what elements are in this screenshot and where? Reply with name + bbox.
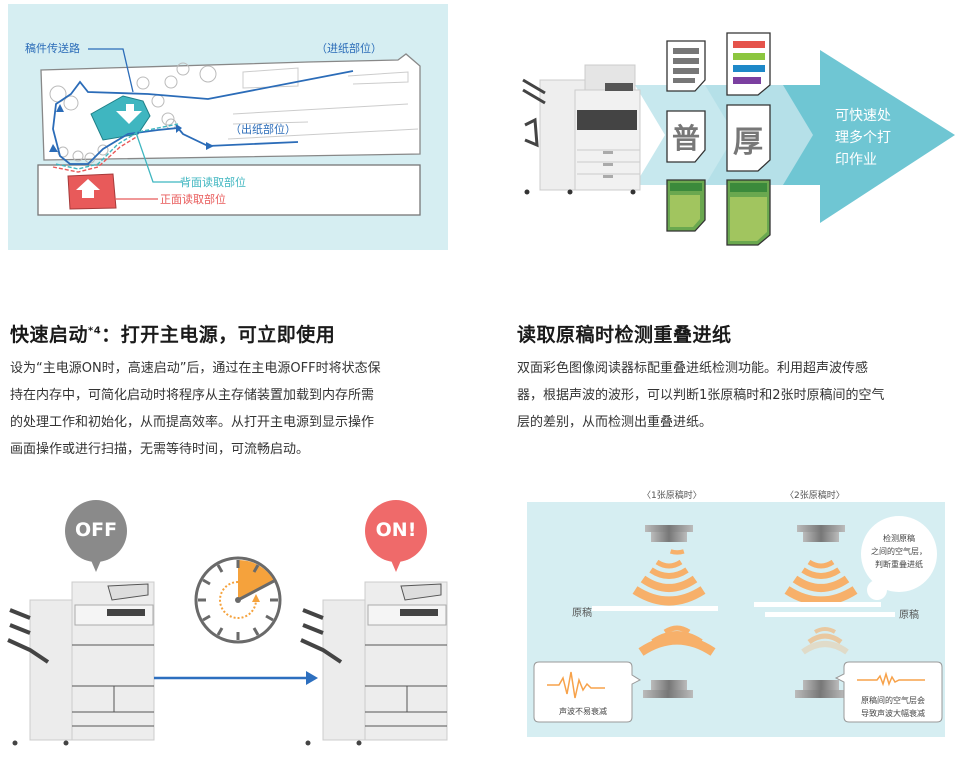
sensor-bottom-left — [643, 680, 693, 698]
adf-illustration — [37, 48, 421, 216]
sensor-bottom-right — [795, 680, 845, 698]
weak-attenuation-text: 声波不易衰减 — [559, 707, 607, 716]
feed-section-label: （进纸部位） — [316, 42, 382, 55]
front-side-reading-label: 正面读取部位 — [160, 193, 226, 206]
strong-waveform — [547, 671, 605, 699]
timer-icon — [194, 556, 282, 644]
thick-paper-label: 厚 — [733, 125, 763, 160]
weak-attenuation-callout — [533, 661, 642, 723]
plain-paper-doc — [666, 110, 706, 163]
original-label-left: 原稿 — [572, 608, 592, 619]
waves-bottom-left — [638, 625, 716, 656]
quick-start-illustration: OFF ON! — [0, 490, 470, 760]
multi-job-illustration: 普 厚 可快速处 理多个打 印作业 — [505, 25, 960, 255]
sensor-top-left — [645, 525, 693, 542]
plain-photo-doc — [666, 179, 706, 232]
single-sheet — [592, 606, 718, 611]
detect-bubble-text: 检测原稿 之间的空气层， 判断重叠进纸 — [871, 534, 927, 569]
weak-waveform — [857, 671, 925, 687]
quick-start-heading: 快速启动*4：打开主电源，可立即使用 — [10, 324, 336, 346]
printer-on-icon — [300, 581, 448, 746]
waves-top-right — [784, 559, 858, 606]
strong-attenuation-callout — [834, 661, 943, 723]
up-arrow-icon — [76, 179, 100, 198]
on-bubble — [365, 500, 427, 572]
printer-off-icon — [7, 581, 155, 746]
one-sheet-caption: 〈1张原稿时〉 — [642, 491, 702, 501]
adf-diagram: 稿件传送路 （进纸部位） （出纸部位） 背面读取部位 正面读取部位 — [8, 4, 448, 250]
big-arrow-shape — [783, 50, 955, 223]
original-label-right: 原稿 — [899, 610, 919, 621]
off-label: OFF — [74, 519, 118, 541]
back-side-reading-label: 背面读取部位 — [180, 176, 246, 189]
quick-start-description: 设为“主电源ON时，高速启动”后，通过在主电源OFF时将状态保 持在内存中，可简… — [10, 361, 381, 457]
output-section-label: （出纸部位） — [230, 123, 296, 136]
printer-icon — [522, 64, 641, 195]
plain-paper-label: 普 — [672, 122, 701, 155]
thick-paper-doc — [726, 104, 771, 172]
double-feed-heading: 读取原稿时检测重叠进纸 — [517, 324, 732, 346]
front-reader-unit — [67, 173, 117, 210]
arrow-head-icon — [306, 671, 318, 685]
off-bubble — [65, 500, 127, 572]
color-bars-doc — [726, 32, 771, 96]
down-arrow-icon — [116, 104, 142, 124]
ultrasonic-diagram: 原稿 原稿 检测原稿 之间的空气层， 判断重叠进纸 声波不易衰减 原稿间的空气层… — [527, 502, 945, 737]
plain-text-doc — [666, 40, 706, 92]
sheet-upper — [754, 602, 881, 607]
double-feed-description: 双面彩色图像阅读器标配重叠进纸检测功能。利用超声波传感 器，根据声波的波形，可以… — [517, 361, 885, 430]
arrow-caption: 可快速处 理多个打 印作业 — [835, 108, 891, 168]
waves-top-left — [632, 549, 706, 606]
thick-photo-doc — [726, 179, 771, 246]
document-path-label: 稿件传送路 — [25, 42, 80, 55]
two-sheets-caption: 〈2张原稿时〉 — [785, 491, 845, 501]
on-label: ON! — [375, 519, 417, 541]
sheet-lower — [765, 612, 895, 617]
strong-attenuation-text: 原稿间的空气层会 导致声波大幅衰减 — [861, 696, 925, 718]
waves-bottom-right — [801, 627, 849, 655]
detect-thought-bubble — [861, 516, 937, 600]
sensor-top-right — [797, 525, 845, 542]
